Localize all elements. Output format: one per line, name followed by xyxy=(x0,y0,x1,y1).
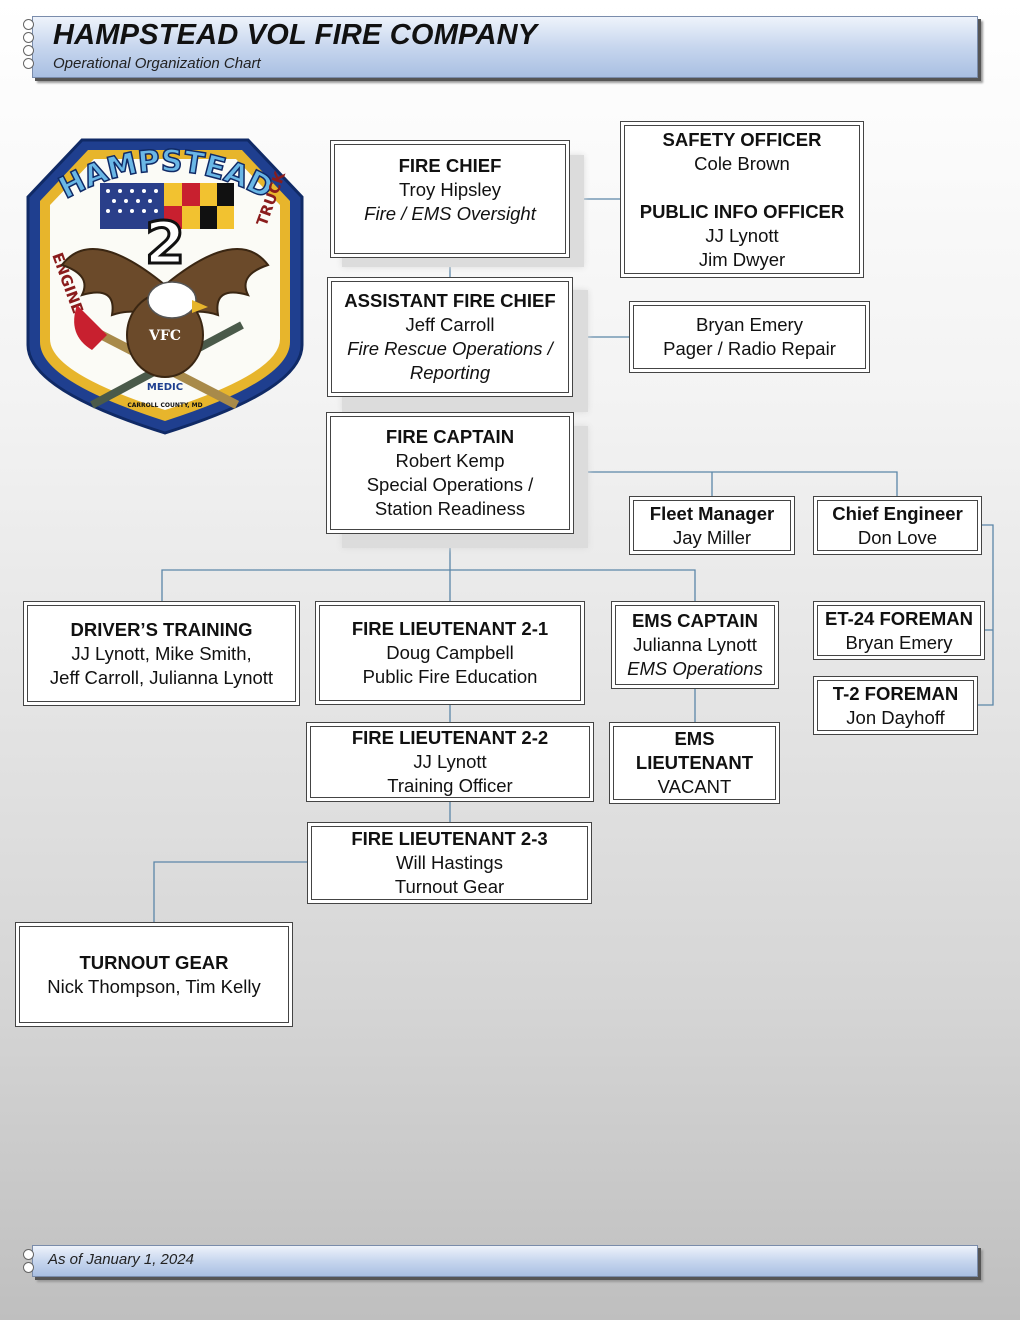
assistant-chief-box: ASSISTANT FIRE CHIEF Jeff Carroll Fire R… xyxy=(327,277,573,397)
as-of-date: As of January 1, 2024 xyxy=(48,1251,194,1268)
patch-bottom-text: MEDIC xyxy=(147,382,183,393)
patch-number: 2 xyxy=(145,209,185,277)
pager-role: Pager / Radio Repair xyxy=(663,338,836,359)
lieutenant-2-1-name: Doug Campbell xyxy=(386,642,514,663)
t2-foreman-box: T-2 FOREMAN Jon Dayhoff xyxy=(813,676,978,735)
chief-engineer-title: Chief Engineer xyxy=(832,502,963,524)
safety-pio-box: SAFETY OFFICER Cole Brown PUBLIC INFO OF… xyxy=(620,121,864,278)
footer-banner: As of January 1, 2024 xyxy=(23,1245,978,1277)
lieutenant-2-3-role: Turnout Gear xyxy=(394,876,505,897)
et24-foreman-box: ET-24 FOREMAN Bryan Emery xyxy=(813,601,985,660)
ems-captain-name: Julianna Lynott xyxy=(633,634,757,655)
assistant-chief-role-2: Reporting xyxy=(409,362,491,383)
header-banner: HAMPSTEAD VOL FIRE COMPANY Operational O… xyxy=(23,16,978,78)
ems-captain-box: EMS CAPTAIN Julianna Lynott EMS Operatio… xyxy=(611,601,779,689)
lieutenant-2-2-box: FIRE LIEUTENANT 2-2 JJ Lynott Training O… xyxy=(306,722,594,802)
turnout-gear-box: TURNOUT GEAR Nick Thompson, Tim Kelly xyxy=(15,922,293,1027)
lieutenant-2-1-role: Public Fire Education xyxy=(362,666,538,687)
turnout-gear-names: Nick Thompson, Tim Kelly xyxy=(47,975,261,997)
drivers-training-box: DRIVER’S TRAINING JJ Lynott, Mike Smith,… xyxy=(23,601,300,706)
page-subtitle: Operational Organization Chart xyxy=(53,55,261,72)
drivers-training-title: DRIVER’S TRAINING xyxy=(70,618,253,640)
assistant-chief-title: ASSISTANT FIRE CHIEF xyxy=(344,290,556,311)
pager-name: Bryan Emery xyxy=(696,314,803,335)
ems-captain-title: EMS CAPTAIN xyxy=(631,610,759,631)
chief-engineer-name: Don Love xyxy=(857,526,938,548)
fire-captain-title: FIRE CAPTAIN xyxy=(385,426,515,447)
lieutenant-2-3-box: FIRE LIEUTENANT 2-3 Will Hastings Turnou… xyxy=(307,822,592,904)
connector-lt23-turnout xyxy=(153,861,307,922)
ems-lieutenant-title-2: LIEUTENANT xyxy=(635,752,754,773)
assistant-chief-role-1: Fire Rescue Operations / xyxy=(347,338,553,359)
fleet-manager-name: Jay Miller xyxy=(672,526,752,548)
t2-foreman-title: T-2 FOREMAN xyxy=(832,682,959,704)
ems-lieutenant-title-1: EMS xyxy=(674,728,715,749)
et24-foreman-name: Bryan Emery xyxy=(845,631,953,653)
fire-captain-role-2: Station Readiness xyxy=(374,498,526,519)
binder-rings xyxy=(23,19,37,71)
lieutenant-2-3-name: Will Hastings xyxy=(396,852,503,873)
drivers-training-line-1: JJ Lynott, Mike Smith, xyxy=(71,642,252,664)
fleet-manager-box: Fleet Manager Jay Miller xyxy=(629,496,795,555)
lieutenant-2-1-title: FIRE LIEUTENANT 2-1 xyxy=(351,618,549,639)
pio-name-2: Jim Dwyer xyxy=(698,248,786,270)
safety-officer-title: SAFETY OFFICER xyxy=(662,128,822,150)
fleet-manager-title: Fleet Manager xyxy=(649,502,775,524)
lieutenant-2-2-name: JJ Lynott xyxy=(413,751,487,772)
pio-name-1: JJ Lynott xyxy=(705,224,779,246)
drivers-training-line-2: Jeff Carroll, Julianna Lynott xyxy=(49,666,274,688)
fire-captain-role-1: Special Operations / xyxy=(366,474,534,495)
chief-engineer-box: Chief Engineer Don Love xyxy=(813,496,982,555)
footer-binder-rings xyxy=(23,1249,37,1275)
connector-captain-engineer xyxy=(573,471,898,496)
fire-chief-title: FIRE CHIEF xyxy=(398,155,502,176)
fire-chief-name: Troy Hipsley xyxy=(398,179,502,200)
et24-foreman-title: ET-24 FOREMAN xyxy=(824,607,974,629)
fire-chief-box: FIRE CHIEF Troy Hipsley Fire / EMS Overs… xyxy=(330,140,570,258)
lieutenant-2-2-title: FIRE LIEUTENANT 2-2 xyxy=(351,727,549,748)
lieutenant-2-3-title: FIRE LIEUTENANT 2-3 xyxy=(351,828,548,849)
fire-captain-name: Robert Kemp xyxy=(395,450,505,471)
turnout-gear-title: TURNOUT GEAR xyxy=(79,951,229,973)
lieutenant-2-2-role: Training Officer xyxy=(387,775,513,796)
pager-radio-box: Bryan Emery Pager / Radio Repair xyxy=(629,301,870,373)
ems-captain-role: EMS Operations xyxy=(627,658,763,679)
ems-lieutenant-box: EMS LIEUTENANT VACANT xyxy=(609,722,780,804)
ems-lieutenant-name: VACANT xyxy=(657,776,732,797)
lieutenant-2-1-box: FIRE LIEUTENANT 2-1 Doug Campbell Public… xyxy=(315,601,585,705)
assistant-chief-name: Jeff Carroll xyxy=(405,314,495,335)
patch-emblem: VFC xyxy=(148,328,181,344)
safety-officer-name: Cole Brown xyxy=(694,152,790,174)
t2-foreman-name: Jon Dayhoff xyxy=(846,706,945,728)
fire-chief-role: Fire / EMS Oversight xyxy=(364,203,536,224)
fire-captain-box: FIRE CAPTAIN Robert Kemp Special Operati… xyxy=(326,412,574,534)
connector-captain-row xyxy=(161,569,696,601)
pio-title: PUBLIC INFO OFFICER xyxy=(639,200,845,222)
page-title: HAMPSTEAD VOL FIRE COMPANY xyxy=(53,19,538,51)
connector-engineer-t2 xyxy=(978,524,994,706)
company-patch-logo: HAMPSTEAD ENGINE TRUCK 2 VFC MEDIC CARRO… xyxy=(26,138,304,435)
patch-county-text: CARROLL COUNTY, MD xyxy=(127,402,202,409)
